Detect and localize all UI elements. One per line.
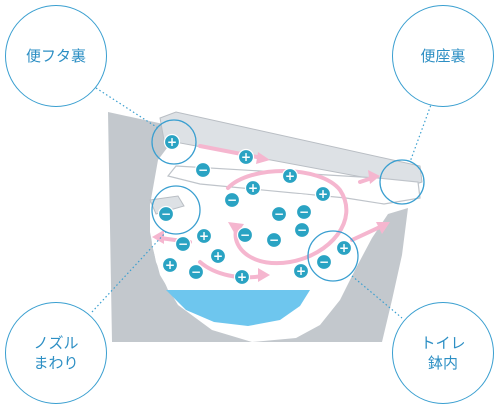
svg-text:−: − (269, 233, 279, 247)
minus-ion: − (194, 161, 212, 179)
flow-arrowheads (152, 152, 390, 282)
svg-text:−: − (240, 228, 250, 242)
svg-text:−: − (297, 223, 307, 237)
leader-bowl (351, 275, 403, 319)
svg-text:+: + (318, 187, 328, 201)
callout-seat-underside: 便座裏 (392, 5, 494, 107)
svg-text:+: + (165, 258, 175, 272)
leader-seat (409, 101, 433, 163)
svg-text:+: + (241, 150, 251, 164)
lid-arrowhead (256, 152, 270, 164)
highlight-circles (151, 119, 425, 282)
highlight-seat-underside (379, 159, 425, 205)
plus-ion: + (233, 268, 251, 286)
svg-text:+: + (167, 135, 177, 149)
svg-text:+: + (248, 181, 258, 195)
minus-ion: − (293, 221, 311, 239)
plus-ion: + (195, 227, 213, 245)
highlight-lid-underside (151, 119, 197, 165)
swirl-arrowhead (228, 222, 244, 236)
bottom-arrowhead (258, 268, 270, 282)
bowl-water (166, 290, 310, 326)
leader-lines (91, 87, 433, 319)
plus-ion: + (281, 167, 299, 185)
toilet-lid (159, 111, 423, 187)
svg-text:+: + (296, 264, 306, 278)
plus-ion: + (292, 262, 310, 280)
highlight-bowl-inside (307, 230, 359, 282)
svg-text:+: + (339, 241, 349, 255)
svg-text:+: + (285, 169, 295, 183)
ion-group: +−+++−+−−−+−−−−+−+−+++ (157, 133, 353, 286)
plus-ion: + (237, 148, 255, 166)
left-arrowhead (152, 230, 164, 244)
toilet-seat (166, 165, 421, 205)
minus-ion: − (157, 205, 175, 223)
bowl-arrowhead (376, 222, 390, 234)
svg-text:−: − (274, 207, 284, 221)
plus-ion: + (244, 179, 262, 197)
svg-text:−: − (161, 207, 171, 221)
nozzle (149, 195, 185, 215)
leader-lid (95, 87, 159, 129)
minus-ion: − (315, 253, 333, 271)
minus-ion: − (265, 231, 283, 249)
minus-ion: − (223, 191, 241, 209)
bowl-arrow-right (350, 224, 384, 242)
svg-text:+: + (213, 249, 223, 263)
plus-ion: + (161, 256, 179, 274)
minus-ion: − (295, 203, 313, 221)
minus-ion: − (270, 205, 288, 223)
svg-text:−: − (198, 163, 208, 177)
plus-ion: + (163, 133, 181, 151)
plus-ion: + (314, 185, 332, 203)
svg-text:−: − (299, 205, 309, 219)
minus-ion: − (187, 263, 205, 281)
svg-text:−: − (319, 255, 329, 269)
callout-bowl-inside: トイレ 鉢内 (392, 302, 494, 404)
svg-text:+: + (237, 270, 247, 284)
svg-text:−: − (178, 237, 188, 251)
plus-ion: + (209, 247, 227, 265)
callout-nozzle-area: ノズル まわり (5, 302, 107, 404)
bottom-arrow (198, 260, 264, 280)
minus-ion: − (236, 226, 254, 244)
plus-ion: + (335, 239, 353, 257)
svg-text:−: − (227, 193, 237, 207)
toilet-body (108, 112, 408, 342)
callout-lid-underside: 便フタ裏 (5, 5, 107, 107)
highlight-nozzle-area (151, 185, 201, 235)
minus-ion: − (174, 235, 192, 253)
seat-arrowhead (368, 170, 380, 184)
swirl-arrow (226, 169, 349, 266)
svg-text:−: − (191, 265, 201, 279)
svg-text:+: + (199, 229, 209, 243)
